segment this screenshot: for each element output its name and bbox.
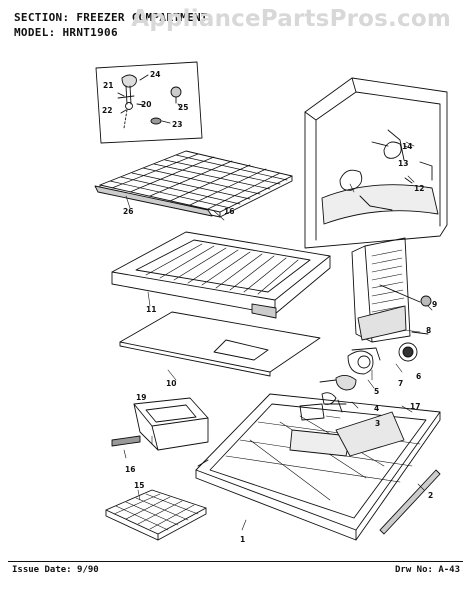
- section-value: FREEZER COMPARTMENT: [76, 11, 208, 24]
- ice-cube-tray: [105, 489, 207, 541]
- callout-16-bar: 16: [125, 465, 135, 474]
- callout-2: 2: [428, 491, 433, 500]
- storage-pan: [133, 397, 209, 451]
- callout-5: 5: [374, 387, 379, 396]
- issue-date: Issue Date: 9/90: [12, 565, 99, 575]
- watermark: AppliancePartsPros.com: [131, 6, 451, 32]
- callout-25: 25: [178, 103, 188, 112]
- shelf-assembly: [111, 231, 331, 319]
- callout-20: 20: [141, 100, 151, 109]
- wire-shelf: [94, 150, 293, 218]
- callout-6: 6: [416, 372, 421, 381]
- ice-tray-bar: [111, 435, 141, 447]
- callout-15: 15: [134, 481, 144, 490]
- section-row: SECTION: FREEZER COMPARTMENT: [14, 10, 208, 25]
- callout-24: 24: [150, 70, 160, 79]
- floor-panel: [119, 311, 321, 377]
- callout-14: 14: [402, 142, 412, 151]
- callout-16-shelf: 16: [224, 207, 234, 216]
- callout-26: 26: [123, 207, 133, 216]
- callout-12: 12: [414, 184, 424, 193]
- callout-3: 3: [375, 419, 380, 428]
- evaporator-pan: [195, 393, 441, 541]
- footer-divider: [8, 561, 463, 562]
- callout-21: 21: [103, 81, 113, 90]
- callout-19: 19: [136, 393, 146, 402]
- callout-7: 7: [398, 379, 403, 388]
- trim-strip: [197, 459, 441, 535]
- callout-11: 11: [146, 305, 156, 314]
- callout-22: 22: [102, 106, 112, 115]
- callout-17: 17: [410, 402, 420, 411]
- model-row: MODEL: HRNT1906: [14, 25, 208, 40]
- callout-1: 1: [240, 535, 245, 544]
- callout-4: 4: [374, 404, 379, 413]
- drawing-number: Drw No: A-43: [395, 565, 461, 575]
- model-label: MODEL:: [14, 26, 56, 39]
- callout-13: 13: [398, 159, 408, 168]
- callout-23: 23: [172, 120, 182, 129]
- evaporator-cover: [351, 237, 432, 343]
- small-parts-inset: [95, 61, 203, 144]
- callout-8: 8: [426, 326, 431, 335]
- callout-10: 10: [166, 379, 176, 388]
- diagram-header: SECTION: FREEZER COMPARTMENT MODEL: HRNT…: [14, 10, 208, 40]
- freezer-liner: [304, 77, 448, 249]
- model-value: HRNT1906: [62, 26, 118, 39]
- fan-motor-assembly: [319, 342, 418, 413]
- callout-9: 9: [432, 300, 437, 309]
- section-label: SECTION:: [14, 11, 70, 24]
